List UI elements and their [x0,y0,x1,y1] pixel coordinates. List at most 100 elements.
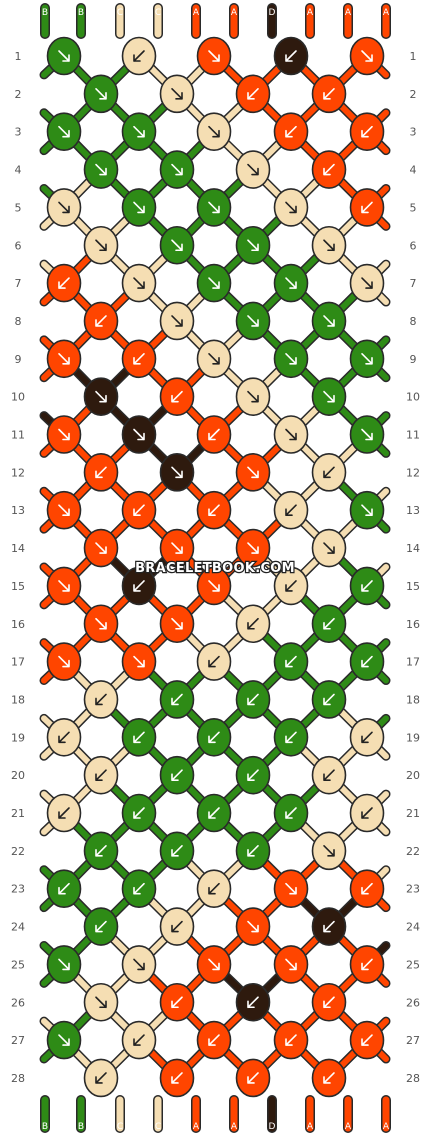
knot [235,377,271,416]
knot [196,1020,232,1060]
knot [121,112,157,151]
knot [311,982,347,1022]
arrow-down-left-icon [323,996,335,1009]
knot [273,717,309,757]
arrow-down-left-icon [361,882,373,895]
row-number-left: 17 [11,656,25,669]
row-number-right: 2 [410,88,417,101]
arrow-down-right-icon [361,50,373,62]
knot [273,793,309,833]
row-number-right: 14 [406,542,420,555]
arrow-down-right-icon [133,428,145,441]
strand-top-label: B [42,8,48,18]
strand-top-label: A [307,8,314,18]
knot [46,945,82,984]
arrow-down-left-icon [133,731,145,744]
arrow-down-right-icon [58,655,70,668]
strand-top-label: C [117,8,123,18]
arrow-down-left-icon [133,504,145,516]
knot [196,263,232,303]
arrow-down-left-icon [361,958,373,971]
arrow-down-left-icon [133,807,145,819]
strand-top-label: A [345,8,352,18]
strand-top-label: D [269,8,276,18]
knot [46,869,82,909]
knot [311,377,347,416]
knot [235,831,271,871]
arrow-down-right-icon [285,201,297,214]
arrow-down-left-icon [361,201,373,214]
knot [311,907,347,946]
arrow-down-right-icon [247,466,259,479]
knot [83,755,119,795]
arrow-down-left-icon [171,769,183,781]
arrow-down-left-icon [323,88,335,100]
knot [235,74,271,114]
row-number-left: 27 [11,1034,25,1047]
arrow-down-left-icon [285,807,297,819]
row-number-left: 4 [15,164,22,177]
knot [349,415,385,454]
arrow-down-left-icon [133,882,145,895]
knot [311,831,347,871]
row-number-left: 3 [15,126,22,139]
knot [235,150,271,189]
row-number-right: 17 [406,656,420,669]
row-number-left: 6 [15,239,22,252]
row-number-left: 24 [11,921,25,934]
arrow-down-right-icon [171,617,183,630]
knot [235,604,271,644]
row-number-right: 20 [406,769,420,782]
arrow-down-right-icon [95,163,107,176]
knot [196,793,232,833]
knot [46,36,82,76]
arrow-down-right-icon [208,580,220,592]
arrow-down-left-icon [285,580,297,592]
row-number-left: 9 [15,353,22,366]
arrow-down-left-icon [285,125,297,138]
row-number-right: 22 [406,845,420,858]
arrow-down-right-icon [95,390,107,403]
arrow-down-left-icon [95,693,107,706]
knot [196,188,232,227]
knot [311,604,347,644]
arrow-down-left-icon [133,50,145,62]
knot [159,604,195,644]
knot [46,263,82,303]
row-number-right: 1 [410,50,417,63]
row-number-right: 13 [406,504,420,517]
arrow-down-left-icon [247,996,259,1009]
arrow-down-right-icon [323,239,335,252]
row-number-left: 11 [11,429,25,442]
knot [83,301,119,341]
knot [159,982,195,1022]
arrow-down-left-icon [247,617,259,630]
arrow-down-left-icon [171,693,183,706]
knot [83,1058,119,1098]
knot [311,453,347,492]
knot [83,604,119,644]
arrow-down-left-icon [208,807,220,819]
arrow-down-right-icon [323,845,335,857]
knot [83,453,119,492]
knot [196,339,232,379]
knot [349,263,385,303]
arrow-down-right-icon [247,163,259,176]
arrow-down-left-icon [95,769,107,781]
arrow-down-left-icon [285,504,297,516]
row-number-left: 7 [15,277,22,290]
knot [311,301,347,341]
knot [159,528,195,568]
arrow-down-right-icon [171,315,183,327]
knot [46,490,82,530]
strand-top-label: A [383,8,390,18]
knot [311,528,347,568]
row-number-right: 28 [406,1072,420,1085]
arrow-down-right-icon [171,239,183,252]
knot [121,263,157,303]
arrow-down-left-icon [247,693,259,706]
arrow-down-right-icon [208,958,220,971]
arrow-down-left-icon [171,920,183,933]
arrow-down-right-icon [208,125,220,138]
